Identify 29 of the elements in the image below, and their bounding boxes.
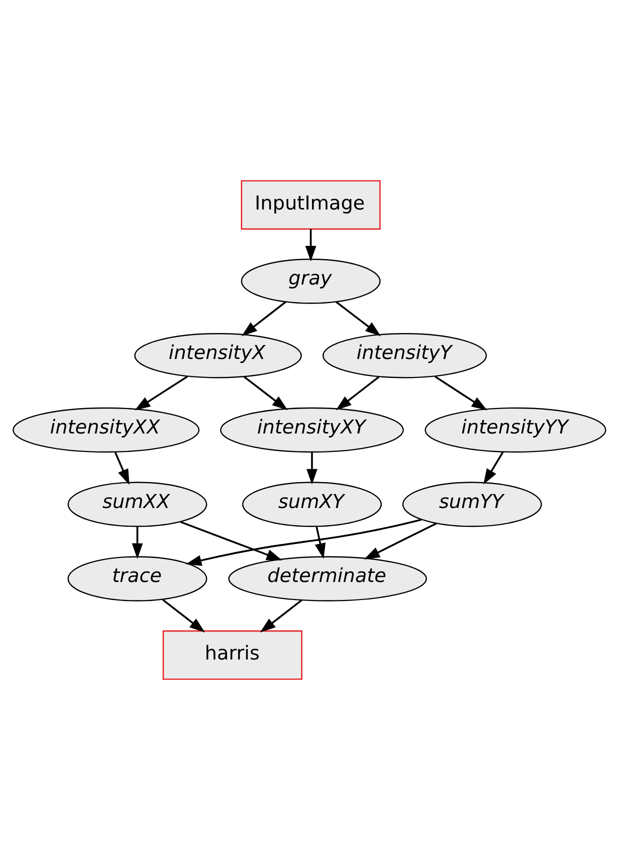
arrow: [260, 598, 302, 632]
node-ellipse: intensityX: [134, 332, 302, 378]
arrow: [114, 452, 130, 484]
arrow: [242, 300, 286, 336]
arrow: [134, 375, 188, 410]
node-ellipse: sumYY: [402, 481, 542, 526]
arrow: [364, 522, 437, 559]
arrow: [336, 376, 380, 410]
node-ellipse: intensityYY: [424, 406, 606, 452]
arrow: [186, 518, 422, 566]
arrow: [305, 228, 316, 262]
node-box: harris: [162, 630, 302, 680]
node-ellipse: intensityXY: [220, 406, 404, 452]
node-box: InputImage: [240, 180, 381, 230]
arrow: [306, 452, 318, 484]
arrow: [180, 520, 282, 560]
arrow: [336, 300, 381, 336]
arrow: [434, 375, 488, 410]
arrow: [162, 598, 206, 632]
arrow: [483, 451, 504, 484]
arrow: [244, 376, 288, 410]
node-ellipse: sumXX: [68, 481, 208, 526]
node-ellipse: determinate: [228, 556, 428, 601]
node-ellipse: intensityY: [322, 332, 487, 378]
arrow: [132, 526, 143, 558]
node-ellipse: sumXY: [242, 481, 382, 526]
node-ellipse: gray: [240, 258, 381, 304]
node-ellipse: intensityXX: [12, 406, 200, 452]
arrow: [314, 526, 326, 558]
